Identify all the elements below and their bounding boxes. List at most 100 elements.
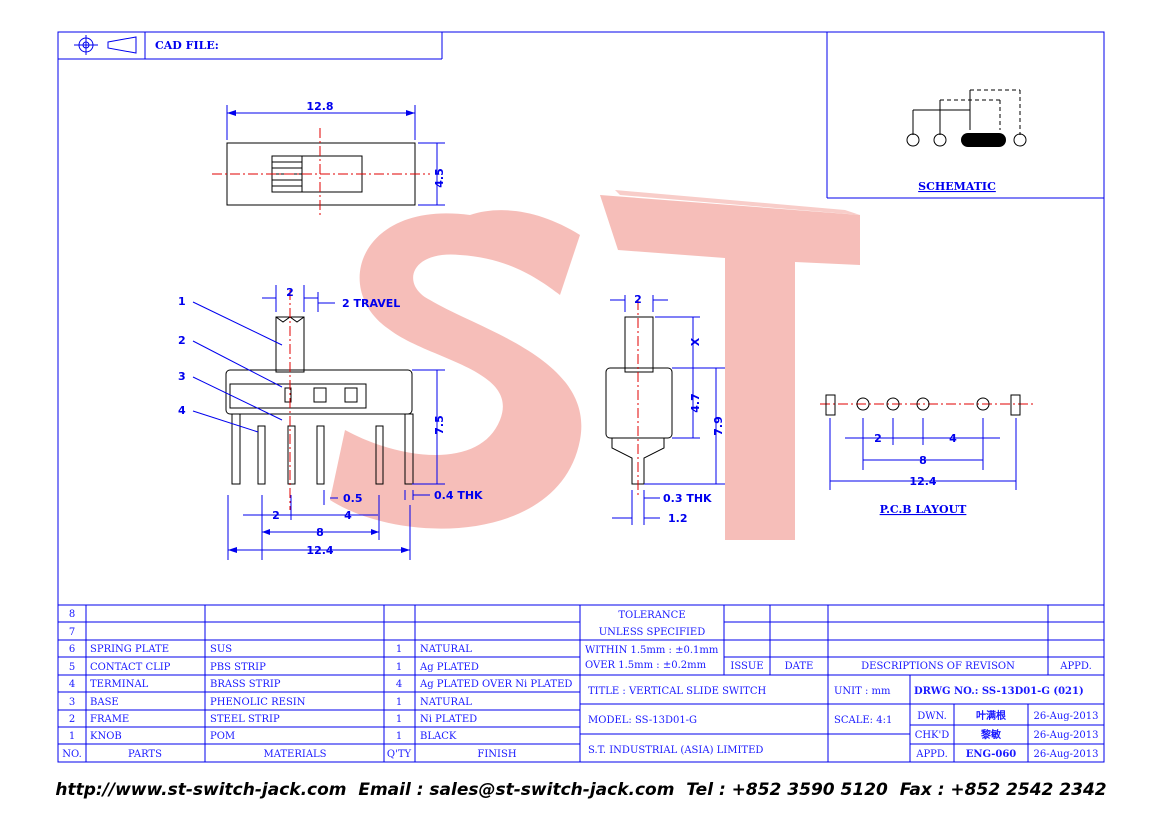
pcb-title: P.C.B LAYOUT xyxy=(880,503,968,516)
row-no: 1 xyxy=(69,731,75,742)
row-material: PHENOLIC RESIN xyxy=(210,697,306,708)
header-finish: FINISH xyxy=(477,749,516,760)
model-label: MODEL: SS-13D01-G xyxy=(588,715,697,726)
drawing-title: TITLE : VERTICAL SLIDE SWITCH xyxy=(588,686,766,697)
callout-1: 1 xyxy=(178,295,186,308)
appd-date: 26-Aug-2013 xyxy=(1034,749,1099,760)
row-material: BRASS STRIP xyxy=(210,679,281,690)
title-block: TOLERANCE UNLESS SPECIFIED WITHIN 1.5mm … xyxy=(580,605,1104,762)
row-finish: NATURAL xyxy=(420,644,472,655)
row-no: 3 xyxy=(69,697,75,708)
top-height-dim: 4.5 xyxy=(433,168,446,188)
row-material: SUS xyxy=(210,644,232,655)
height-7-5-dim: 7.5 xyxy=(433,415,446,435)
row-no: 8 xyxy=(69,609,75,620)
top-width-dim: 12.8 xyxy=(306,100,333,113)
thickness-dim: 0.4 THK xyxy=(434,489,483,502)
front-view: 1 2 3 4 2 2 TRAVEL 7.5 0.5 0.4 THK 2 4 xyxy=(178,285,483,560)
side-knob-dim: 2 xyxy=(634,293,642,306)
row-material: POM xyxy=(210,731,235,742)
row-qty: 1 xyxy=(396,697,402,708)
pcb-4-dim: 4 xyxy=(949,432,957,445)
side-thickness-dim: 0.3 THK xyxy=(663,492,712,505)
outer-border xyxy=(57,31,1105,763)
row-part: TERMINAL xyxy=(90,679,149,690)
knob-width-dim: 2 xyxy=(286,286,294,299)
pcb-layout: 2 4 8 12.4 P.C.B LAYOUT xyxy=(820,394,1033,516)
chkd-label: CHK'D xyxy=(915,730,950,741)
company-name: S.T. INDUSTRIAL (ASIA) LIMITED xyxy=(588,745,763,756)
scale-label: SCALE: 4:1 xyxy=(834,715,892,726)
header-no: NO. xyxy=(62,749,82,760)
side-view: 2 X 4.7 7.9 0.3 THK 1.2 xyxy=(605,293,725,525)
date-header: DATE xyxy=(785,661,814,672)
row-no: 2 xyxy=(69,714,75,725)
row-material: PBS STRIP xyxy=(210,662,266,673)
top-view: 12.8 4.5 xyxy=(212,100,446,218)
row-finish: Ni PLATED xyxy=(420,714,477,725)
st-watermark xyxy=(330,190,860,540)
header-parts: PARTS xyxy=(128,749,162,760)
appd-header: APPD. xyxy=(1059,661,1092,672)
row-material: STEEL STRIP xyxy=(210,714,280,725)
row-qty: 1 xyxy=(396,662,402,673)
dwn-label: DWN. xyxy=(917,711,947,722)
pcb-12-4-dim: 12.4 xyxy=(909,475,936,488)
appd-name: ENG-060 xyxy=(966,749,1017,760)
x-dim: X xyxy=(689,337,702,346)
issue-header: ISSUE xyxy=(730,661,763,672)
row-finish: Ag PLATED xyxy=(419,662,479,673)
schematic-panel: SCHEMATIC xyxy=(826,32,1104,199)
callout-4: 4 xyxy=(178,404,186,417)
chkd-date: 26-Aug-2013 xyxy=(1034,730,1099,741)
callout-2: 2 xyxy=(178,334,186,347)
row-part: BASE xyxy=(90,697,119,708)
side-pin-dim: 1.2 xyxy=(668,512,688,525)
tolerance-subtitle: UNLESS SPECIFIED xyxy=(599,627,706,638)
pitch-2-dim: 2 xyxy=(272,509,280,522)
tolerance-within: WITHIN 1.5mm : ±0.1mm xyxy=(585,645,719,656)
appd-label: APPD. xyxy=(915,749,948,760)
dwn-date: 26-Aug-2013 xyxy=(1034,711,1099,722)
row-finish: BLACK xyxy=(420,731,457,742)
tolerance-over: OVER 1.5mm : ±0.2mm xyxy=(585,660,707,671)
row-part: SPRING PLATE xyxy=(90,644,169,655)
dwn-name: 叶满根 xyxy=(976,709,1006,722)
cad-header: CAD FILE: xyxy=(58,32,443,60)
row-no: 4 xyxy=(69,679,75,690)
travel-dim: 2 TRAVEL xyxy=(342,297,400,310)
drawing-number: DRWG NO.: SS-13D01-G (021) xyxy=(914,686,1084,697)
desc-header: DESCRIPTIONS OF REVISON xyxy=(861,661,1015,672)
row-qty: 1 xyxy=(396,731,402,742)
chkd-name: 黎敏 xyxy=(981,728,1001,741)
row-qty: 1 xyxy=(396,644,402,655)
row-finish: NATURAL xyxy=(420,697,472,708)
row-no: 5 xyxy=(69,662,75,673)
pcb-8-dim: 8 xyxy=(919,454,927,467)
pcb-2-dim: 2 xyxy=(874,432,882,445)
drawing-sheet: CAD FILE: SCHEMATIC 12.8 xyxy=(57,31,1105,763)
row-part: CONTACT CLIP xyxy=(90,662,171,673)
callout-3: 3 xyxy=(178,370,186,383)
row-qty: 4 xyxy=(396,679,402,690)
cad-file-label: CAD FILE: xyxy=(155,39,219,52)
span-8-dim: 8 xyxy=(316,526,324,539)
unit-label: UNIT : mm xyxy=(834,686,891,697)
tolerance-title: TOLERANCE xyxy=(618,610,685,621)
header-qty: Q'TY xyxy=(387,749,412,760)
row-finish: Ag PLATED OVER Ni PLATED xyxy=(419,679,572,690)
row-part: FRAME xyxy=(90,714,129,725)
pitch-4-dim: 4 xyxy=(344,509,352,522)
h-7-9-dim: 7.9 xyxy=(712,416,725,436)
overall-12-4-dim: 12.4 xyxy=(306,544,333,557)
row-no: 6 xyxy=(69,644,75,655)
row-no: 7 xyxy=(69,627,75,638)
parts-table: 8 7 6 5 4 3 2 1 SPRING PLATE CONTACT CLI… xyxy=(58,604,1104,762)
pin-width-dim: 0.5 xyxy=(343,492,363,505)
header-materials: MATERIALS xyxy=(263,749,326,760)
schematic-title: SCHEMATIC xyxy=(918,180,996,193)
contact-footer: http://www.st-switch-jack.com Email : sa… xyxy=(55,780,1107,800)
row-part: KNOB xyxy=(90,731,122,742)
row-qty: 1 xyxy=(396,714,402,725)
h-4-7-dim: 4.7 xyxy=(689,393,702,413)
